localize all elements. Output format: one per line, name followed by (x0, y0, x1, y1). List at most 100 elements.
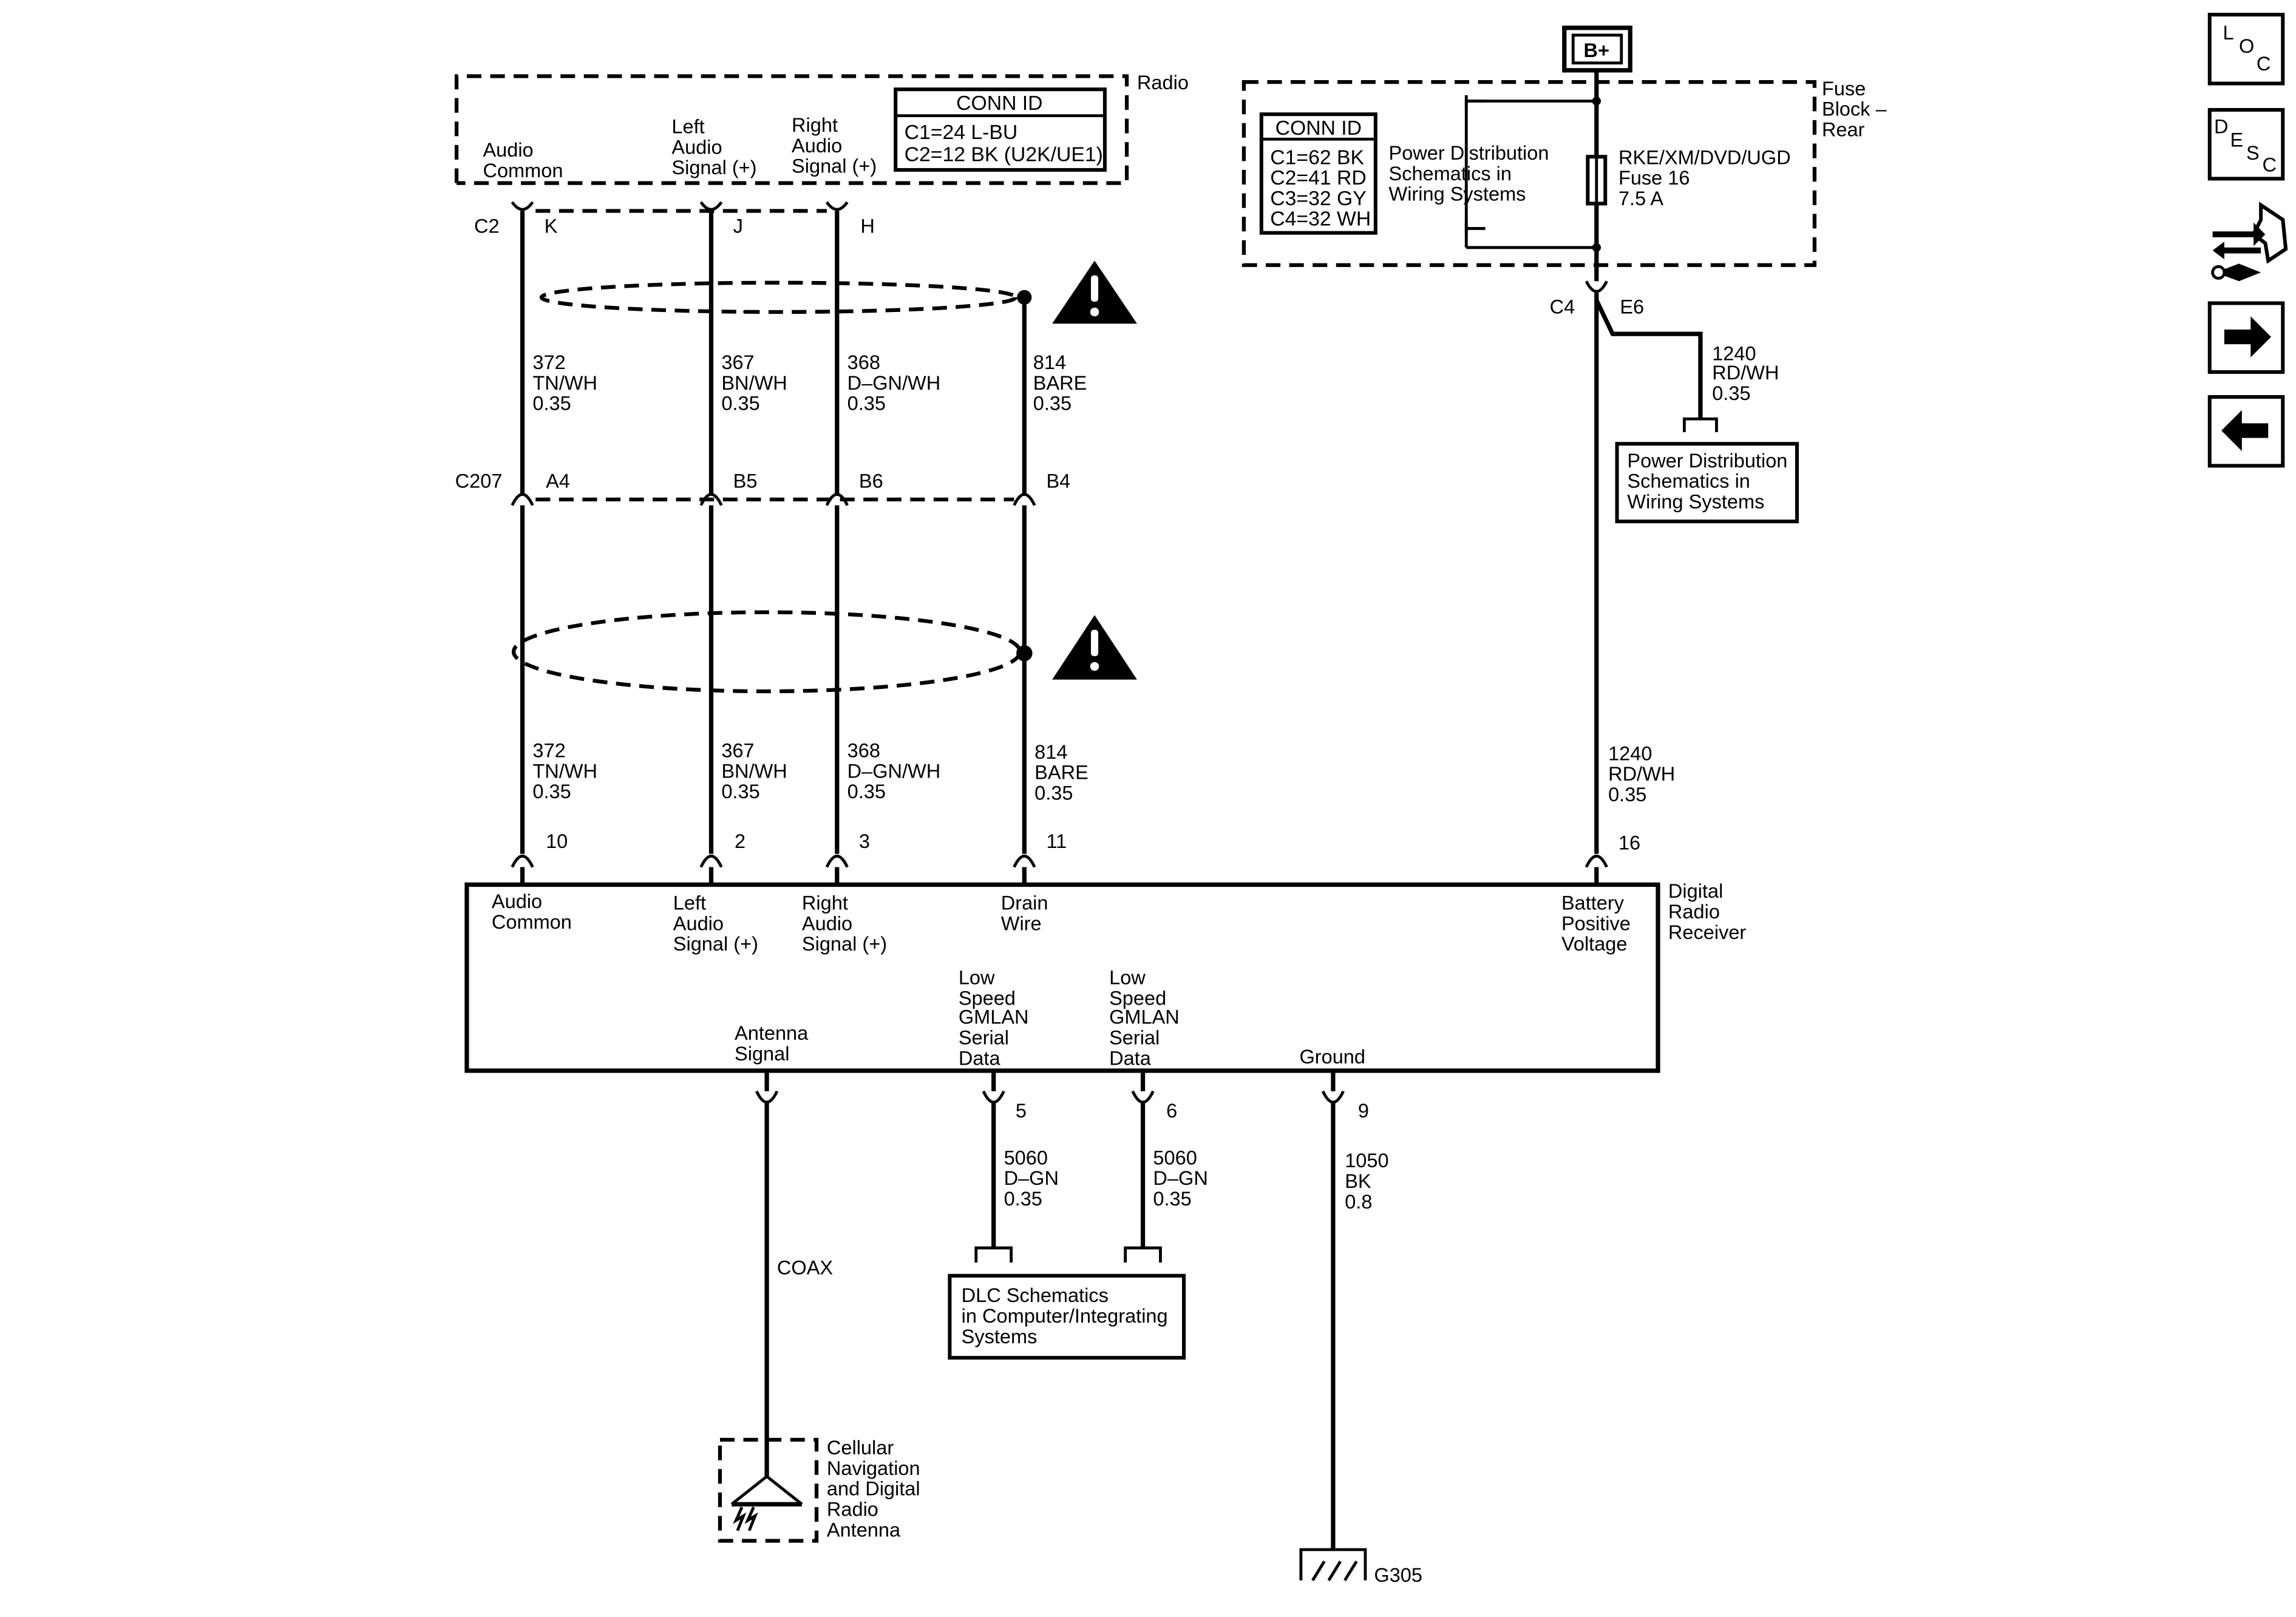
receiver-label-drain-wire: Drain Wire (1001, 892, 1054, 934)
receiver-pin-9: 9 (1358, 1100, 1369, 1122)
upper-shield (539, 280, 1032, 314)
wire-upper-814: 814 BARE 0.35 (1033, 351, 1093, 415)
receiver-pin-3: 3 (859, 830, 870, 852)
svg-text:C: C (2257, 53, 2271, 75)
radio-conn-line-1: C1=24 L-BU (905, 121, 1018, 144)
radio-pin-label-audio-common: Audio Common (483, 139, 563, 181)
wire-lower-372: 372 TN/WH 0.35 (532, 740, 603, 803)
receiver-label-left-audio: Left Audio Signal (+) (673, 892, 758, 955)
fuse-block-conn-title: CONN ID (1275, 117, 1362, 140)
radio-pin-label-right-audio: Right Audio Signal (+) (792, 114, 877, 177)
fuse-conn-line-1: C1=62 BK (1270, 146, 1364, 169)
fuse-conn-line-2: C2=41 RD (1270, 166, 1366, 189)
radio-conn-line-2: C2=12 BK (U2K/UE1) (905, 143, 1103, 166)
radio-conn-title: CONN ID (956, 92, 1042, 115)
fuse-block-rear: Fuse Block – Rear CONN ID C1=62 BK C2=41… (1241, 78, 1892, 267)
receiver-label-battery: Battery Positive Voltage (1561, 892, 1636, 955)
battery-wire: 1240 RD/WH 0.35 1240 RD/WH 0.35 (1594, 293, 1784, 854)
c207-pin-a4: A4 (546, 470, 570, 492)
wire-5060-b: 5060 D–GN 0.35 (1153, 1147, 1213, 1210)
antenna-component: Cellular Navigation and Digital Radio An… (718, 1437, 926, 1543)
receiver-bottom-pins: 5 6 9 (755, 1070, 1369, 1122)
fuse-16-label: RKE/XM/DVD/UGD Fuse 16 7.5 A (1618, 146, 1796, 209)
receiver-label-antenna-signal: Antenna Signal (735, 1022, 813, 1065)
svg-text:S: S (2246, 142, 2260, 164)
receiver-pin-5: 5 (1016, 1100, 1027, 1122)
fuse-connector-c4: C4 E6 (1550, 280, 1644, 317)
svg-text:Power Distribution Sch: Power Distribution Schematics in Wiring … (1389, 142, 1555, 205)
wire-lower-367: 367 BN/WH 0.35 (721, 740, 792, 803)
connector-tool-icon[interactable] (2211, 202, 2288, 282)
desc-button[interactable]: D E S C (2207, 107, 2285, 181)
ground-wire: 1050 BK 0.8 (1331, 1103, 1394, 1550)
ground-icon: G305 (1299, 1548, 1422, 1586)
signal-wires (520, 211, 1027, 854)
radio-pin-h: H (860, 215, 875, 237)
coax-label: COAX (777, 1256, 833, 1278)
radio-connector-name: C2 (474, 215, 500, 237)
svg-text:DLC Schematics in Comput: DLC Schematics in Computer/Integrating S… (962, 1284, 1173, 1348)
warning-icon (1052, 260, 1137, 324)
radio-conn-id-box: CONN ID C1=24 L-BU C2=12 BK (U2K/UE1) (894, 87, 1107, 172)
fuse-block-conn-id-box: CONN ID C1=62 BK C2=41 RD C3=32 GY C4=32… (1259, 112, 1377, 235)
receiver-label-gmlan-5: Low Speed GMLAN Serial Data (959, 967, 1034, 1070)
receiver-pin-2: 2 (735, 830, 746, 852)
coax-wire: COAX (764, 1103, 833, 1477)
dlc-schematics-box[interactable]: DLC Schematics in Computer/Integrating S… (948, 1273, 1186, 1360)
svg-text:O: O (2239, 35, 2254, 57)
loc-button[interactable]: L O C (2207, 13, 2285, 86)
wire-upper-372: 372 TN/WH 0.35 (532, 351, 603, 415)
receiver-pin-10: 10 (546, 830, 568, 852)
arrow-right-icon[interactable] (2207, 301, 2285, 374)
c207-pin-b4: B4 (1046, 470, 1070, 492)
wire-5060-a: 5060 D–GN 0.35 (1004, 1147, 1064, 1210)
receiver-pin-6: 6 (1166, 1100, 1177, 1122)
svg-text:Power Distribution Schem: Power Distribution Schematics in Wiring … (1627, 450, 1793, 513)
radio-name: Radio (1137, 72, 1189, 93)
svg-text:L: L (2223, 22, 2233, 44)
battery-source: B+ (1562, 25, 1632, 73)
radio-pin-label-left-audio: Left Audio Signal (+) (671, 116, 756, 179)
receiver-label-right-audio: Right Audio Signal (+) (802, 892, 887, 955)
c4-pin-e6: E6 (1620, 296, 1644, 317)
radio-component: Radio CONN ID C1=24 L-BU C2=12 BK (U2K/U… (454, 72, 1189, 185)
antenna-name: Cellular Navigation and Digital Radio An… (827, 1437, 926, 1541)
power-distribution-box[interactable]: Power Distribution Schematics in Wiring … (1615, 442, 1799, 524)
receiver-pin-11: 11 (1046, 830, 1067, 852)
battery-feed-wire (1592, 70, 1601, 282)
fuse-block-name: Fuse Block – Rear (1822, 78, 1892, 141)
receiver-label-audio-common: Audio Common (492, 890, 572, 933)
fuse-16-icon (1586, 155, 1608, 206)
svg-text:C: C (2263, 154, 2277, 175)
receiver-top-pins: 10 2 3 11 16 (511, 830, 1640, 885)
power-distribution-ref: Power Distribution Schematics in Wiring … (1389, 95, 1597, 249)
wire-lower-814: 814 BARE 0.35 (1034, 741, 1094, 804)
wire-1240-branch: 1240 RD/WH 0.35 (1712, 343, 1784, 404)
svg-text:E: E (2230, 129, 2244, 151)
lower-shield (511, 610, 1033, 694)
gmlan-wires: 5060 D–GN 0.35 5060 D–GN 0.35 (974, 1103, 1213, 1263)
digital-radio-receiver: Digital Radio Receiver Audio Common Left… (464, 880, 1747, 1073)
receiver-name: Digital Radio Receiver (1668, 880, 1747, 943)
wire-1240-main: 1240 RD/WH 0.35 (1608, 742, 1680, 805)
arrow-left-icon[interactable] (2207, 395, 2285, 468)
wire-upper-367: 367 BN/WH 0.35 (721, 351, 792, 415)
warning-icon (1052, 615, 1137, 680)
ground-name: G305 (1374, 1564, 1422, 1586)
fuse-conn-line-3: C3=32 GY (1270, 187, 1366, 210)
c207-pin-b6: B6 (859, 470, 883, 492)
receiver-label-ground: Ground (1299, 1046, 1365, 1068)
wire-1050: 1050 BK 0.8 (1345, 1150, 1394, 1213)
c4-name: C4 (1550, 296, 1575, 317)
radio-connector-c2: C2 K J H (474, 201, 875, 237)
battery-label: B+ (1584, 39, 1609, 61)
c207-name: C207 (455, 470, 503, 492)
radio-pin-j: J (733, 215, 743, 237)
lightning-icon (733, 1507, 758, 1531)
fuse-conn-line-4: C4=32 WH (1270, 208, 1371, 231)
wire-lower-368: 368 D–GN/WH 0.35 (847, 740, 946, 803)
svg-text:D: D (2214, 116, 2229, 138)
c207-pin-b5: B5 (733, 470, 758, 492)
receiver-pin-16: 16 (1618, 832, 1640, 854)
